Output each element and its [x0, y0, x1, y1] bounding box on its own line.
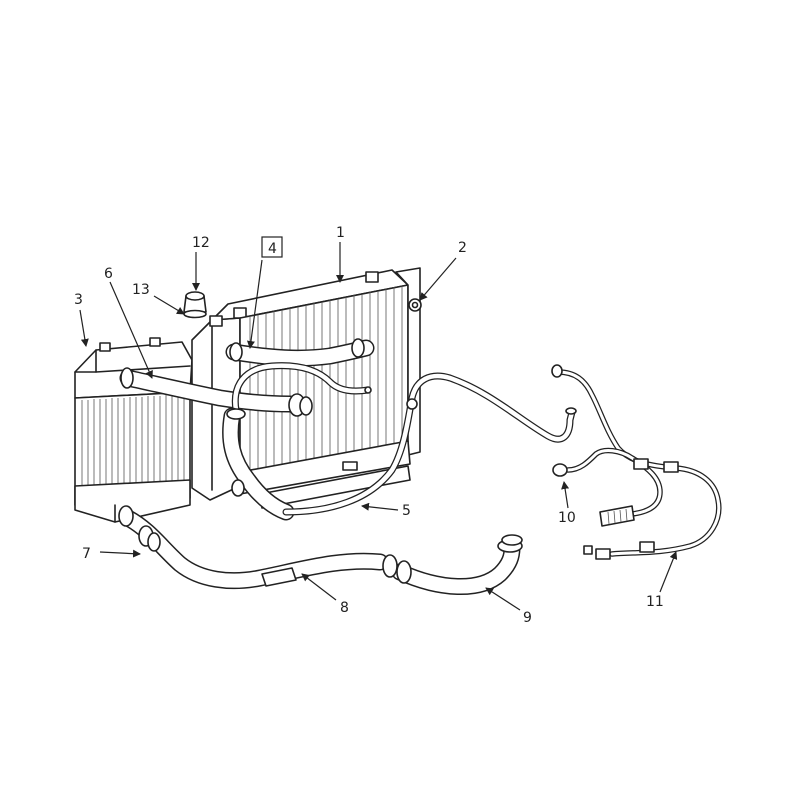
- hose-6: [119, 367, 313, 417]
- leader-9: [485, 587, 521, 611]
- radiator: [191, 267, 421, 509]
- leader-7: [99, 549, 141, 558]
- leader-4: [246, 259, 263, 349]
- drain-plug: [408, 298, 422, 312]
- bleed-pipe: [231, 362, 372, 414]
- lower-left-hose: [222, 407, 295, 521]
- callout-4-box: [261, 236, 283, 258]
- leader-5: [361, 502, 399, 511]
- callout-12: 12: [192, 235, 210, 251]
- callout-6: 6: [104, 266, 113, 282]
- callout-13: 13: [132, 282, 150, 298]
- pipe-assembly-11: [551, 364, 722, 560]
- leader-3: [79, 309, 89, 347]
- leader-8: [301, 573, 337, 601]
- leader-13: [153, 295, 185, 315]
- callout-10: 10: [558, 510, 576, 526]
- hose-9: [382, 534, 523, 596]
- leader-10: [561, 481, 570, 509]
- leader-11: [659, 551, 678, 593]
- leader-lines: [79, 242, 678, 611]
- hose-7-8: [118, 505, 389, 590]
- callout-3: 3: [74, 292, 83, 308]
- callout-8: 8: [340, 600, 349, 616]
- leader-6: [109, 281, 153, 379]
- leader-2: [419, 257, 457, 301]
- callout-5: 5: [402, 503, 411, 519]
- callout-labels: 1 2 3 4 5 6 7 8 9 10 11 12 13: [74, 225, 664, 626]
- hose-4: [225, 338, 375, 367]
- callout-4: 4: [268, 241, 277, 257]
- callout-2: 2: [458, 240, 467, 256]
- pipe-assembly-10: [552, 447, 663, 527]
- callout-1: 1: [336, 225, 345, 241]
- heater-feed-pipe: [282, 372, 577, 516]
- callout-11: 11: [646, 594, 664, 610]
- callout-7: 7: [82, 546, 91, 562]
- callout-9: 9: [523, 610, 532, 626]
- filler-cap: [183, 291, 207, 319]
- oil-cooler: [74, 337, 193, 523]
